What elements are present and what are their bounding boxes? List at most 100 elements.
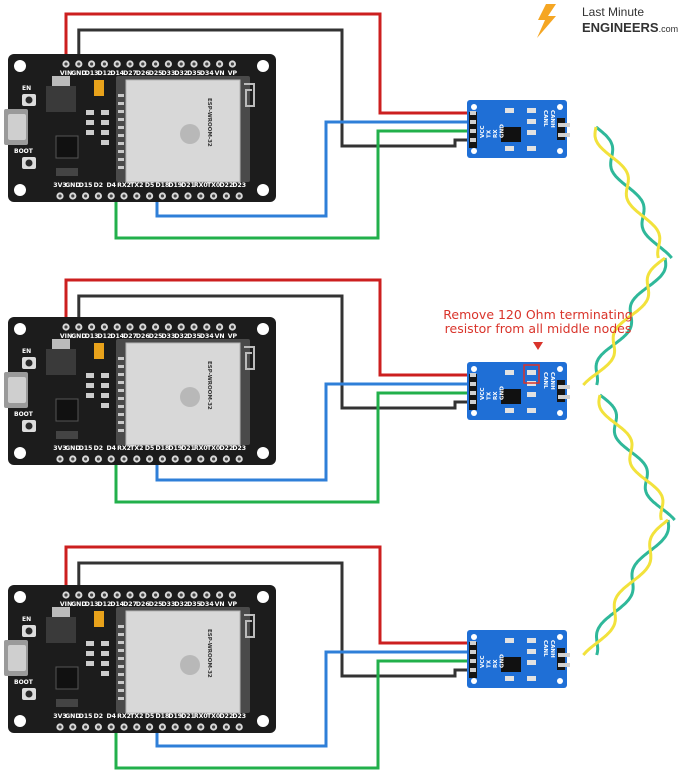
esp32-top-pin-label: D25 <box>149 601 163 608</box>
boot-button[interactable] <box>22 157 36 169</box>
canh-wire <box>593 126 662 259</box>
esp32-top-pin-label: D14 <box>110 601 124 608</box>
tx-wire <box>155 382 471 482</box>
boot-button-label: BOOT <box>14 679 34 686</box>
esp32-bottom-pin-label: D15 <box>79 445 93 452</box>
annotation-line-1: Remove 120 Ohm terminating <box>443 307 632 322</box>
esp32-top-pin-label: D27 <box>123 601 137 608</box>
esp32-bottom-pin-label: RX0 <box>194 182 209 189</box>
gnd-wire <box>77 561 471 678</box>
esp32-bottom-pin-label: D18 <box>156 445 170 452</box>
boot-button-label: BOOT <box>14 411 34 418</box>
esp32-bottom-pin-label: RX2 <box>117 713 131 720</box>
esp32-bottom-pin-label: D15 <box>79 713 93 720</box>
esp32-bottom-pin-label: D21 <box>181 182 195 189</box>
annotation-arrow-icon <box>533 342 543 350</box>
can-right-pin-label: CANL <box>542 372 548 389</box>
en-button-label: EN <box>22 85 31 92</box>
boot-button[interactable] <box>22 688 36 700</box>
can-right-pin-label: CANL <box>542 110 548 127</box>
esp32-bottom-pin-label: D18 <box>156 713 170 720</box>
esp32-top-pin-label: GND <box>71 70 86 77</box>
can-left-pin-label: RX <box>493 129 499 138</box>
en-button-label: EN <box>22 348 31 355</box>
can-left-pin-label: GND <box>500 386 506 400</box>
esp32-bottom-pin-label: GND <box>65 445 80 452</box>
esp32-bottom-pin-label: D23 <box>232 445 246 452</box>
can-left-pin <box>470 668 476 672</box>
can-left-pin-label: VCC <box>480 655 486 668</box>
esp32-top-pin-label: D26 <box>136 601 150 608</box>
can-left-pin <box>470 111 476 115</box>
canh-wire <box>582 256 666 387</box>
can-left-pin <box>470 120 476 124</box>
esp32-bottom-pin-label: D15 <box>79 182 93 189</box>
esp32-top-pin-label: D34 <box>200 70 214 77</box>
esp32-top-pin-label: D13 <box>85 70 99 77</box>
esp32-top-pin-label: GND <box>71 333 86 340</box>
esp32-bottom-pin-label: D5 <box>145 713 154 720</box>
esp32-bottom-pin-label: D22 <box>220 713 234 720</box>
esp32-bottom-pin-label: RX2 <box>117 445 131 452</box>
can-left-pin-label: VCC <box>480 125 486 138</box>
esp32-top-pin-label: D34 <box>200 333 214 340</box>
esp32-bottom-pin-label: D2 <box>94 713 103 720</box>
esp32-bottom-pin-label: TX0 <box>207 182 221 189</box>
esp32-top-pin-label: D34 <box>200 601 214 608</box>
terminating-resistor-highlight <box>523 364 540 384</box>
annotation-line-2: resistor from all middle nodes <box>445 321 632 336</box>
can-left-pin-label: TX <box>487 659 493 668</box>
can-left-pin <box>470 650 476 654</box>
esp32-top-pin-label: D12 <box>98 333 112 340</box>
esp32-top-pin-label: VIN <box>60 601 72 608</box>
esp32-top-pin-label: D14 <box>110 333 124 340</box>
esp32-bottom-pin-label: TX0 <box>207 713 221 720</box>
esp32-bottom-pin-label: 3V3 <box>53 445 66 452</box>
esp32-top-pin-label: VIN <box>60 333 72 340</box>
can-left-pin-label: RX <box>493 659 499 668</box>
esp32-bottom-pin-label: D2 <box>94 445 103 452</box>
esp32-top-pin-label: GND <box>71 601 86 608</box>
esp32-top-pin-label: D35 <box>187 601 201 608</box>
esp32-bottom-pin-label: D5 <box>145 445 154 452</box>
esp32-bottom-pin-label: GND <box>65 713 80 720</box>
esp32-bottom-pin-label: D21 <box>181 445 195 452</box>
esp32-top-pin-label: VN <box>215 70 225 77</box>
tx-wire <box>155 120 471 218</box>
can-bus-twisted-pair <box>582 125 676 657</box>
esp32-bottom-pin-label: D5 <box>145 182 154 189</box>
esp32-top-pin-label: D26 <box>136 333 150 340</box>
en-button[interactable] <box>22 625 36 637</box>
vin-wire <box>64 545 471 645</box>
canl-wire <box>599 393 676 522</box>
esp32-top-pin-label: VP <box>228 601 238 608</box>
esp32-top-pin-label: D35 <box>187 333 201 340</box>
esp32-top-pin-label: D33 <box>162 601 176 608</box>
esp32-top-pin-label: D14 <box>110 70 124 77</box>
boot-button[interactable] <box>22 420 36 432</box>
esp32-bottom-pin-label: D19 <box>168 182 182 189</box>
esp32-bottom-pin-label: D23 <box>232 182 246 189</box>
esp32-top-pin-label: D13 <box>85 601 99 608</box>
canl-wire <box>594 257 668 386</box>
can-right-pin-label: CANH <box>549 110 555 128</box>
lightning-icon <box>537 4 556 38</box>
esp32-bottom-pin-label: D18 <box>156 182 170 189</box>
esp32-top-pin-label: VIN <box>60 70 72 77</box>
esp32-top-pin-label: D32 <box>174 601 188 608</box>
can-right-pin <box>558 133 570 137</box>
en-button[interactable] <box>22 94 36 106</box>
esp32-top-pin-label: D27 <box>123 333 137 340</box>
can-right-pin <box>558 385 570 389</box>
esp32-bottom-pin-label: RX2 <box>117 182 131 189</box>
en-button[interactable] <box>22 357 36 369</box>
esp32-top-pin-label: D26 <box>136 70 150 77</box>
can-left-pin <box>470 373 476 377</box>
